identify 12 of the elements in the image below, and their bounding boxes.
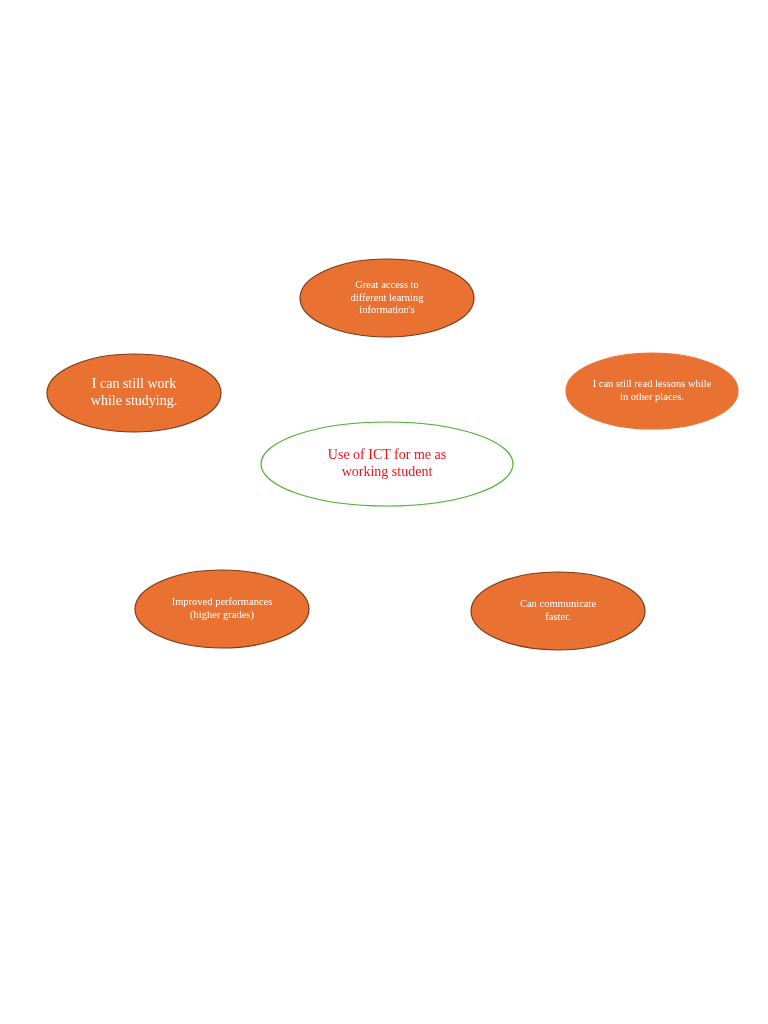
ellipse-node (299, 258, 475, 338)
node-text: Improved performances (higher grades) (170, 596, 274, 622)
ellipse-node (565, 352, 739, 430)
ellipse-node (46, 353, 222, 433)
node-text: I can still read lessons while in other places. (592, 378, 712, 404)
ellipse-node (470, 571, 646, 651)
node-text: Great access to different learning information's (349, 279, 425, 317)
node-text: I can still work while studying. (89, 376, 179, 410)
node-text: Can communicate faster. (518, 598, 598, 624)
ellipse-node (134, 569, 310, 649)
ellipse-node (260, 421, 514, 507)
node-text: Use of ICT for me as working student (326, 447, 448, 481)
